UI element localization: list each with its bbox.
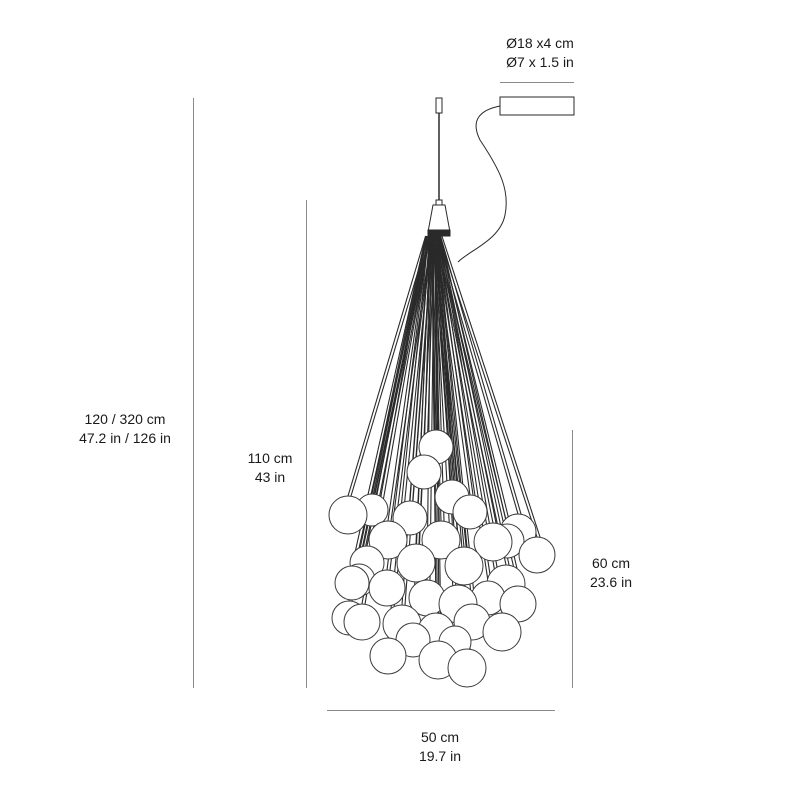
cluster-height-line (572, 430, 573, 688)
connector-cone (427, 204, 451, 233)
canopy-dimension-label: Ø18 x4 cm Ø7 x 1.5 in (490, 34, 590, 72)
width-line (327, 710, 555, 711)
fixture-height-line (306, 200, 307, 688)
canopy-width-line (500, 82, 574, 83)
total-height-label: 120 / 320 cm 47.2 in / 126 in (60, 410, 190, 448)
ceiling-hook (435, 97, 443, 114)
canopy-metric: Ø18 x4 cm (506, 35, 574, 51)
total-height-imperial: 47.2 in / 126 in (79, 430, 171, 446)
glass-spheres (328, 429, 556, 688)
fixture-height-imperial: 43 in (254, 469, 286, 485)
width-imperial: 19.7 in (418, 748, 462, 764)
width-label: 50 cm 19.7 in (390, 728, 490, 766)
total-height-metric: 120 / 320 cm (84, 411, 166, 427)
fixture-height-metric: 110 cm (247, 450, 293, 466)
total-height-line (193, 98, 194, 688)
width-metric: 50 cm (420, 729, 460, 745)
cluster-height-metric: 60 cm (591, 555, 631, 571)
cluster-height-imperial: 23.6 in (589, 574, 633, 590)
canopy-icon (499, 96, 575, 116)
canopy-imperial: Ø7 x 1.5 in (506, 54, 574, 70)
power-cable (457, 105, 507, 263)
fixture-height-label: 110 cm 43 in (232, 449, 308, 487)
cluster-height-label: 60 cm 23.6 in (576, 554, 646, 592)
